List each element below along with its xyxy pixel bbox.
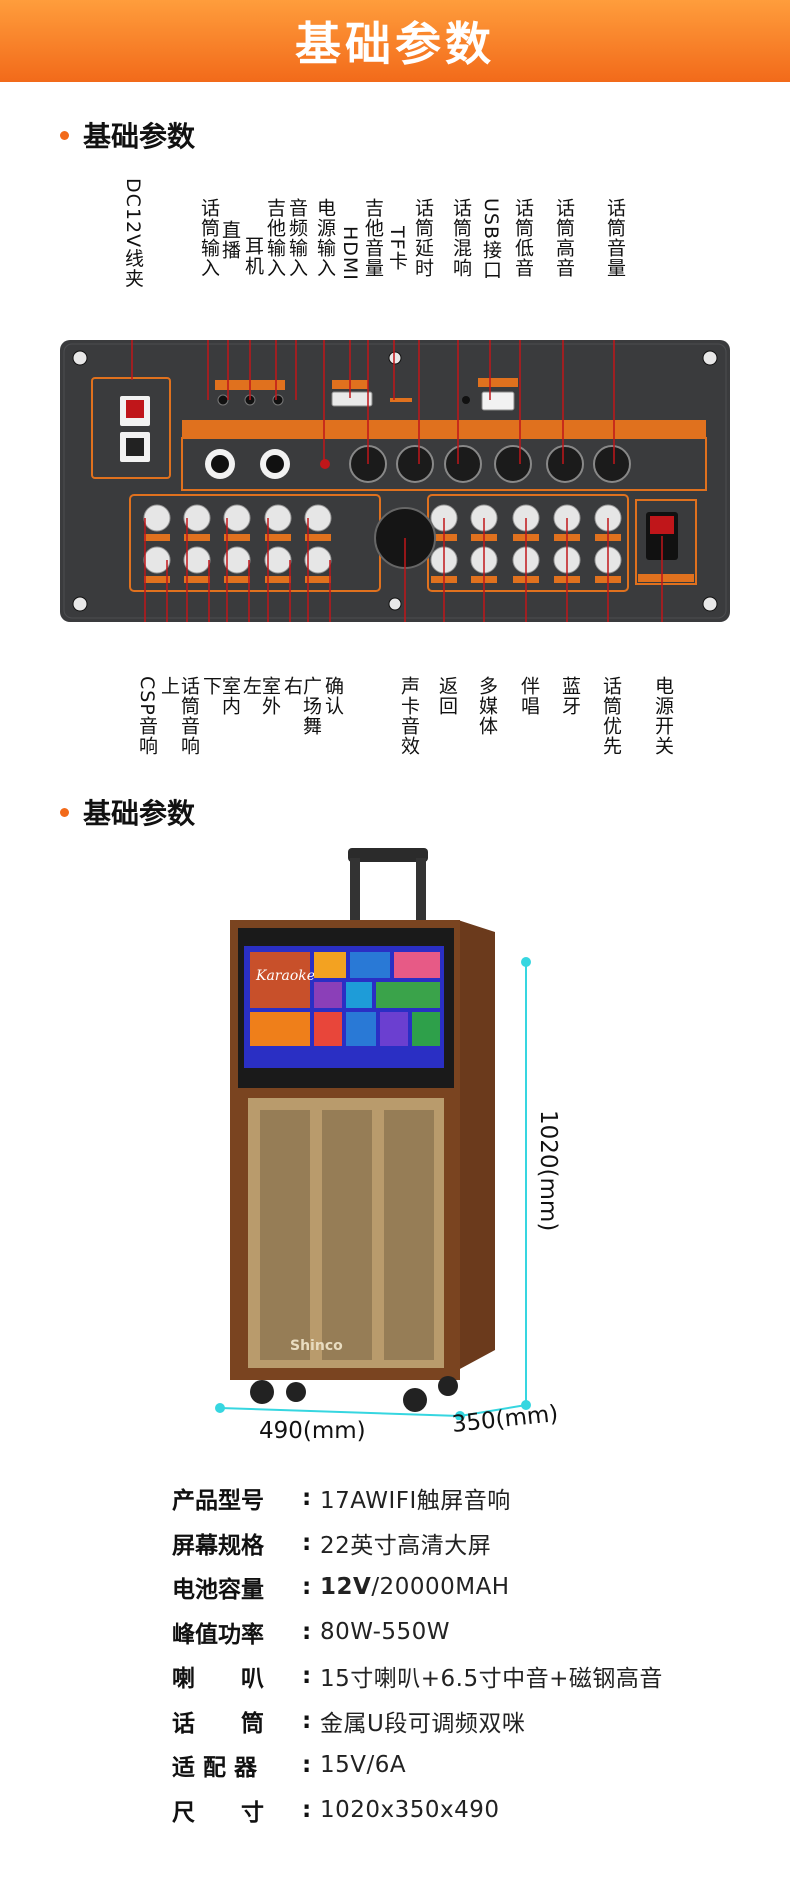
label-live: 直播	[219, 220, 241, 260]
banner-title: 基础参数	[295, 17, 495, 71]
label-up: 上	[158, 676, 180, 696]
label-right: 右	[281, 676, 303, 696]
spec-row: 产品型号:17AWIFI触屏音响	[172, 1476, 663, 1521]
label-guitar-volume: 吉他音量	[362, 198, 384, 278]
label-mic-delay: 话筒延时	[412, 198, 434, 278]
brand-logo: Shinco	[290, 1338, 343, 1354]
label-mic-volume: 话筒音量	[604, 198, 626, 278]
label-mic-reverb: 话筒混响	[450, 198, 472, 278]
spec-value: 15寸喇叭+6.5寸中音+磁钢高音	[320, 1666, 663, 1693]
spec-row: 尺 寸:1020x350x490	[172, 1788, 663, 1833]
spec-value: 15V/6A	[320, 1752, 407, 1779]
label-down: 下	[200, 676, 222, 696]
label-headphone: 耳机	[242, 236, 264, 276]
label-power-input: 电源输入	[314, 198, 336, 278]
label-mic-bass: 话筒低音	[512, 198, 534, 278]
spec-value: 22英寸高清大屏	[320, 1532, 492, 1559]
label-indoor: 室内	[219, 676, 241, 716]
section-title-panel: 基础参数	[60, 115, 195, 155]
label-mic-input: 话筒输入	[198, 198, 220, 278]
label-back: 返回	[436, 676, 458, 716]
spec-value: 金属U段可调频双咪	[320, 1710, 526, 1737]
label-dc12v: DC12V线夹	[122, 178, 144, 289]
spec-key: 峰值功率	[172, 1621, 264, 1648]
label-hdmi: HDMI	[339, 226, 361, 281]
spec-key: 电池容量	[172, 1577, 264, 1604]
label-accompany: 伴唱	[518, 676, 540, 716]
section-title-product: 基础参数	[60, 792, 195, 832]
label-mic-priority: 话筒优先	[600, 676, 622, 756]
label-power-switch: 电源开关	[652, 676, 674, 756]
spec-list: 产品型号:17AWIFI触屏音响 屏幕规格:22英寸高清大屏 电池容量:12V/…	[172, 1476, 663, 1832]
screw-icon	[72, 350, 718, 612]
label-outdoor: 室外	[259, 676, 281, 716]
spec-row: 适 配 器:15V/6A	[172, 1743, 663, 1788]
spec-key: 喇 叭	[172, 1666, 264, 1693]
label-sound-card: 声卡音效	[398, 676, 420, 756]
label-multimedia: 多媒体	[476, 676, 498, 736]
label-guitar-input: 吉他输入	[264, 198, 286, 278]
spec-key: 尺 寸	[172, 1799, 264, 1826]
bullet-dot-icon	[60, 130, 69, 140]
label-bluetooth: 蓝牙	[559, 676, 581, 716]
spec-key: 适 配 器	[172, 1755, 258, 1782]
spec-key: 产品型号	[172, 1488, 264, 1515]
control-panel	[60, 340, 730, 622]
dimension-width: 490(mm)	[259, 1418, 366, 1444]
label-tf-card: TF卡	[386, 226, 408, 271]
product-image: Karaoke Shinco	[215, 848, 531, 1420]
spec-row: 屏幕规格:22英寸高清大屏	[172, 1521, 663, 1566]
spec-row: 话 筒:金属U段可调频双咪	[172, 1699, 663, 1744]
knob-icon	[349, 445, 631, 483]
page-banner: 基础参数	[0, 0, 790, 82]
karaoke-logo: Karaoke	[255, 968, 315, 984]
section-title-text: 基础参数	[83, 120, 196, 153]
label-confirm: 确认	[322, 676, 344, 716]
label-audio-input: 音频输入	[286, 198, 308, 278]
section-title-text: 基础参数	[83, 797, 196, 830]
spec-row: 电池容量:12V/20000MAH	[172, 1565, 663, 1610]
dimension-height: 1020(mm)	[535, 1110, 561, 1232]
label-square-dance: 广场舞	[300, 676, 322, 736]
label-left: 左	[240, 676, 262, 696]
spec-value: 17AWIFI触屏音响	[320, 1488, 511, 1515]
spec-value: 12V/20000MAH	[320, 1574, 510, 1601]
spec-row: 喇 叭:15寸喇叭+6.5寸中音+磁钢高音	[172, 1654, 663, 1699]
spec-key: 话 筒	[172, 1710, 264, 1737]
label-csp: CSP音响	[136, 676, 158, 756]
bullet-dot-icon	[60, 807, 69, 817]
spec-value: 80W-550W	[320, 1618, 451, 1645]
spec-value: 1020x350x490	[320, 1796, 500, 1823]
spec-row: 峰值功率:80W-550W	[172, 1610, 663, 1655]
spec-key: 屏幕规格	[172, 1532, 264, 1559]
label-mic-treble: 话筒高音	[553, 198, 575, 278]
label-usb: USB接口	[480, 198, 502, 281]
label-mic-sound: 话筒音响	[178, 676, 200, 756]
